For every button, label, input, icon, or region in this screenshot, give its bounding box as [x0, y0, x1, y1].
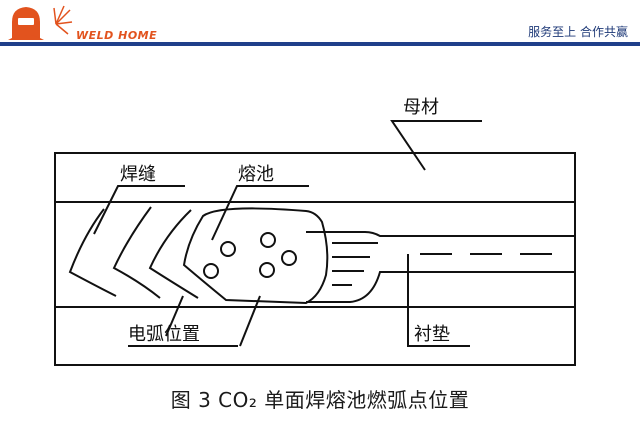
weld-ripple: [68, 208, 117, 297]
molten-pool-boundary: [182, 207, 329, 305]
arc-position-leader-left: [165, 295, 184, 337]
header-rule: [0, 42, 640, 46]
arc-position-leader-right: [239, 295, 261, 347]
page-header: WELD HOME 服务至上 合作共赢: [0, 0, 640, 50]
weld-seam-label: 焊缝: [120, 164, 156, 185]
pool-bubble: [260, 232, 276, 248]
arc-position-label: 电弧位置: [128, 324, 200, 345]
molten-pool-label: 熔池: [238, 164, 274, 185]
logo-text: WELD HOME: [76, 29, 158, 42]
backing-leader: [407, 254, 470, 347]
welder-logo-icon: [8, 5, 73, 40]
weld-ripple: [112, 206, 161, 299]
pool-bubble: [203, 263, 219, 279]
flow-dashes: [332, 242, 552, 286]
figure-caption: 图 3 CO₂ 单面焊熔池燃弧点位置: [170, 388, 470, 412]
base-metal-leader: [390, 120, 482, 171]
backing-strip: [306, 231, 575, 303]
pool-bubble: [259, 262, 275, 278]
weld-ripple: [148, 209, 199, 299]
header-slogan: 服务至上 合作共赢: [528, 25, 628, 39]
weld-seam-leader: [93, 185, 185, 235]
base-metal-label: 母材: [403, 97, 439, 118]
base-plate-outline: [54, 152, 576, 366]
molten-pool-leader: [211, 185, 309, 241]
pool-bubble: [281, 250, 297, 266]
backing-label: 衬垫: [414, 324, 450, 345]
pool-bubble: [220, 241, 236, 257]
